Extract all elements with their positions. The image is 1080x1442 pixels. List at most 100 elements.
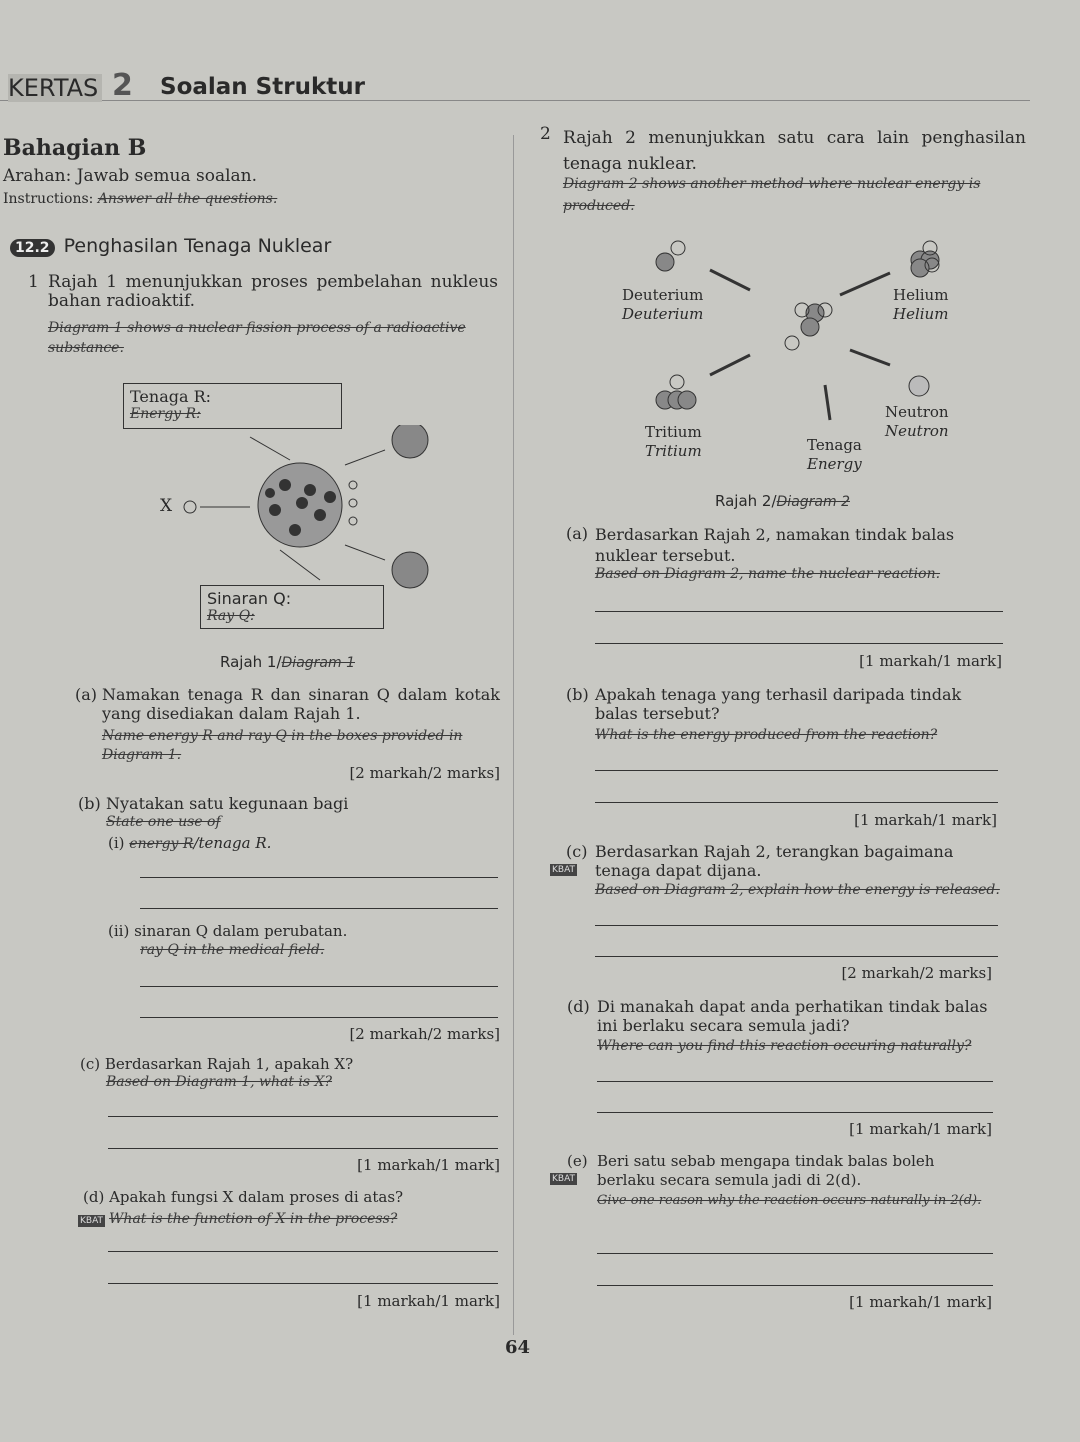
q1b-marks: [2 markah/2 marks]: [349, 1025, 500, 1043]
q1c-label: (c): [80, 1055, 101, 1073]
topic-heading: 12.2 Penghasilan Tenaga Nuklear: [10, 235, 331, 257]
answer-line[interactable]: [140, 986, 498, 987]
q2e-marks: [1 markah/1 mark]: [849, 1293, 992, 1311]
answer-line[interactable]: [108, 1116, 498, 1117]
neutron-x: [183, 500, 197, 514]
q2a-en: Based on Diagram 2, name the nuclear rea…: [595, 566, 941, 582]
x-label: X: [160, 496, 173, 516]
tritium: Tritium: [645, 423, 702, 441]
q1b-i: (i) energy R/tenaga R.: [108, 834, 271, 854]
kbat-badge: KBAT: [550, 864, 578, 876]
answer-line[interactable]: [595, 925, 998, 926]
answer-line[interactable]: [597, 1253, 993, 1254]
arrow-energy: [249, 436, 291, 461]
answer-line[interactable]: [595, 770, 998, 771]
answer-line[interactable]: [595, 611, 1003, 612]
caption-en: Diagram 1: [281, 655, 355, 671]
q2a-marks: [1 markah/1 mark]: [859, 652, 1002, 670]
fission-diagram: [183, 425, 429, 589]
kertas-number: 2: [112, 68, 133, 103]
answer-line[interactable]: [595, 643, 1003, 644]
instructions-label: Instructions:: [3, 191, 94, 207]
answer-line[interactable]: [597, 1081, 993, 1082]
header-title: Soalan Struktur: [160, 74, 365, 100]
deuterium-en: Deuterium: [622, 305, 704, 323]
ray-q-box[interactable]: Sinaran Q: Ray Q:: [200, 585, 384, 629]
deuterium: Deuterium: [622, 286, 704, 304]
topic-badge: 12.2: [10, 239, 55, 257]
q2d-marks: [1 markah/1 mark]: [849, 1120, 992, 1138]
tritium-en: Tritium: [645, 442, 702, 460]
q1c-text: Berdasarkan Rajah 1, apakah X?: [104, 1055, 354, 1073]
arrow-daughter-1: [344, 449, 386, 466]
neutron-out-1: [348, 480, 358, 490]
q1-text: Rajah 1 menunjukkan proses pembelahan nu…: [48, 272, 498, 311]
column-divider: [513, 135, 514, 1335]
answer-line[interactable]: [595, 802, 998, 803]
q1c: (c) Berdasarkan Rajah 1, apakah X?: [80, 1055, 353, 1074]
helium: Helium: [893, 286, 949, 304]
q1-number: 1: [28, 272, 39, 292]
diagram-2-caption: Rajah 2/Diagram 2: [715, 492, 850, 510]
energy-r-label-en: Energy R:: [130, 406, 201, 422]
q2a-text: Berdasarkan Rajah 2, namakan tindak bala…: [595, 525, 955, 565]
tenaga-en: Energy: [807, 455, 862, 473]
diagram-1-caption: Rajah 1/Diagram 1: [220, 653, 355, 671]
answer-line[interactable]: [140, 1017, 498, 1018]
q1a-marks: [2 markah/2 marks]: [349, 764, 500, 782]
arrow-ray: [279, 549, 321, 581]
answer-line[interactable]: [597, 1112, 993, 1113]
q1b-ii-label: (ii): [108, 922, 130, 940]
arrow-daughter-2: [344, 544, 386, 561]
q2b-marks: [1 markah/1 mark]: [854, 811, 997, 829]
daughter-nucleus-1: [391, 425, 429, 459]
q2e-en: Give one reason why the reaction occurs …: [597, 1193, 982, 1208]
answer-line[interactable]: [108, 1148, 498, 1149]
neutron: Neutron: [885, 403, 949, 421]
answer-line[interactable]: [597, 1285, 993, 1286]
paper-header: KERTAS 2 Soalan Struktur: [0, 68, 1030, 103]
q2d-en: Where can you find this reaction occurin…: [597, 1038, 972, 1054]
answer-line[interactable]: [140, 877, 498, 878]
q1d-marks: [1 markah/1 mark]: [357, 1292, 500, 1310]
kertas-label: KERTAS: [8, 74, 103, 102]
q1b-text: Nyatakan satu kegunaan bagi: [106, 794, 349, 813]
q2c-text: Berdasarkan Rajah 2, terangkan bagaimana…: [595, 842, 954, 880]
instructions: Instructions: Answer all the questions.: [3, 190, 277, 209]
q1a-label: (a): [75, 685, 98, 704]
answer-line[interactable]: [595, 956, 998, 957]
q1d-text: Apakah fungsi X dalam proses di atas?: [109, 1188, 404, 1206]
answer-line[interactable]: [108, 1283, 498, 1284]
q2a-label: (a): [566, 524, 589, 543]
energy-r-box[interactable]: Tenaga R: Energy R:: [123, 383, 342, 429]
q1c-en: Based on Diagram 1, what is X?: [106, 1074, 333, 1090]
q1b-en: State one use of: [106, 814, 221, 830]
answer-line[interactable]: [108, 1251, 498, 1252]
section-title: Bahagian B: [3, 135, 147, 161]
q2-text: Rajah 2 menunjukkan satu cara lain pengh…: [563, 128, 1026, 174]
topic-title: Penghasilan Tenaga Nuklear: [63, 235, 332, 257]
answer-line[interactable]: [140, 908, 498, 909]
neutron-en: Neutron: [885, 422, 949, 440]
arahan: Arahan: Jawab semua soalan.: [3, 166, 258, 186]
neutron-out-3: [348, 516, 358, 526]
instructions-en: Answer all the questions.: [97, 191, 278, 207]
q2e-text: Beri satu sebab mengapa tindak balas bol…: [597, 1152, 935, 1189]
q2e-label: (e): [567, 1152, 588, 1170]
q2c-label: (c): [566, 842, 588, 861]
kbat-badge: KBAT: [78, 1215, 106, 1227]
q2-number: 2: [540, 124, 551, 144]
q1d-label: (d): [83, 1188, 105, 1206]
q2d-text: Di manakah dapat anda perhatikan tindak …: [597, 997, 988, 1035]
caption: Rajah 2/: [715, 492, 777, 510]
q2b-text: Apakah tenaga yang terhasil daripada tin…: [595, 685, 962, 723]
q1b-ii-en: ray Q in the medical field.: [140, 942, 325, 958]
helium-en: Helium: [893, 305, 949, 323]
daughter-nucleus-2: [391, 551, 429, 589]
q2b-label: (b): [566, 685, 589, 704]
